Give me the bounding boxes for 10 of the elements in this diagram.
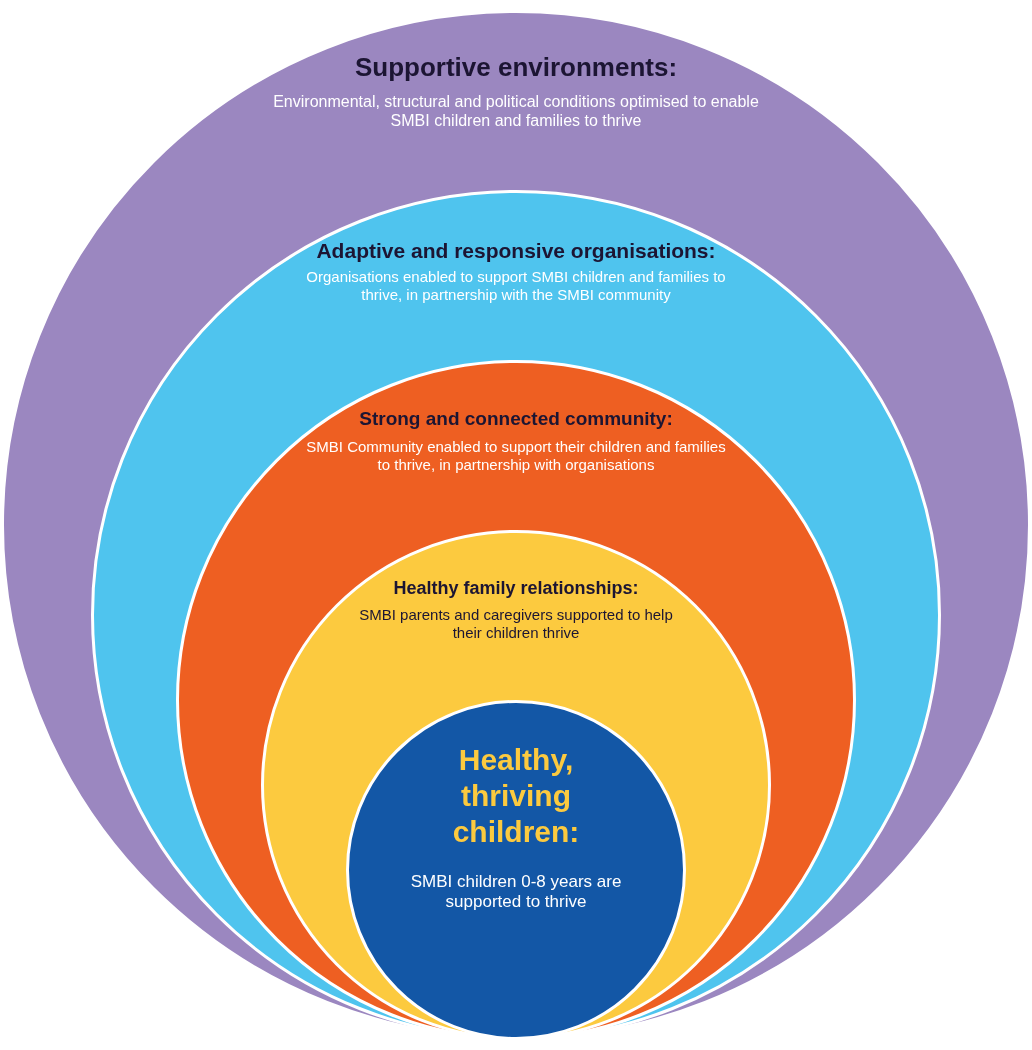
band-heading: Adaptive and responsive organisations: xyxy=(315,238,717,264)
band-heading: Strong and connected community: xyxy=(358,408,674,431)
band-heading: Healthy, thriving children: xyxy=(451,742,581,850)
band-heading: Supportive environments: xyxy=(353,52,679,84)
band-heading: Healthy family relationships: xyxy=(392,578,640,600)
band-description: SMBI children 0-8 years are supported to thrive xyxy=(409,872,623,913)
band-description: Environmental, structural and political conditions optimised to enable SMBI children and families to thrive xyxy=(272,92,760,131)
band-description: SMBI Community enabled to support their children and families to thrive, in partnership with organisations xyxy=(306,438,726,474)
band-description: SMBI parents and caregivers supported to help their children thrive xyxy=(358,606,674,642)
band-description: Organisations enabled to support SMBI children and families to thrive, in partnership with the SMBI community xyxy=(305,268,727,304)
